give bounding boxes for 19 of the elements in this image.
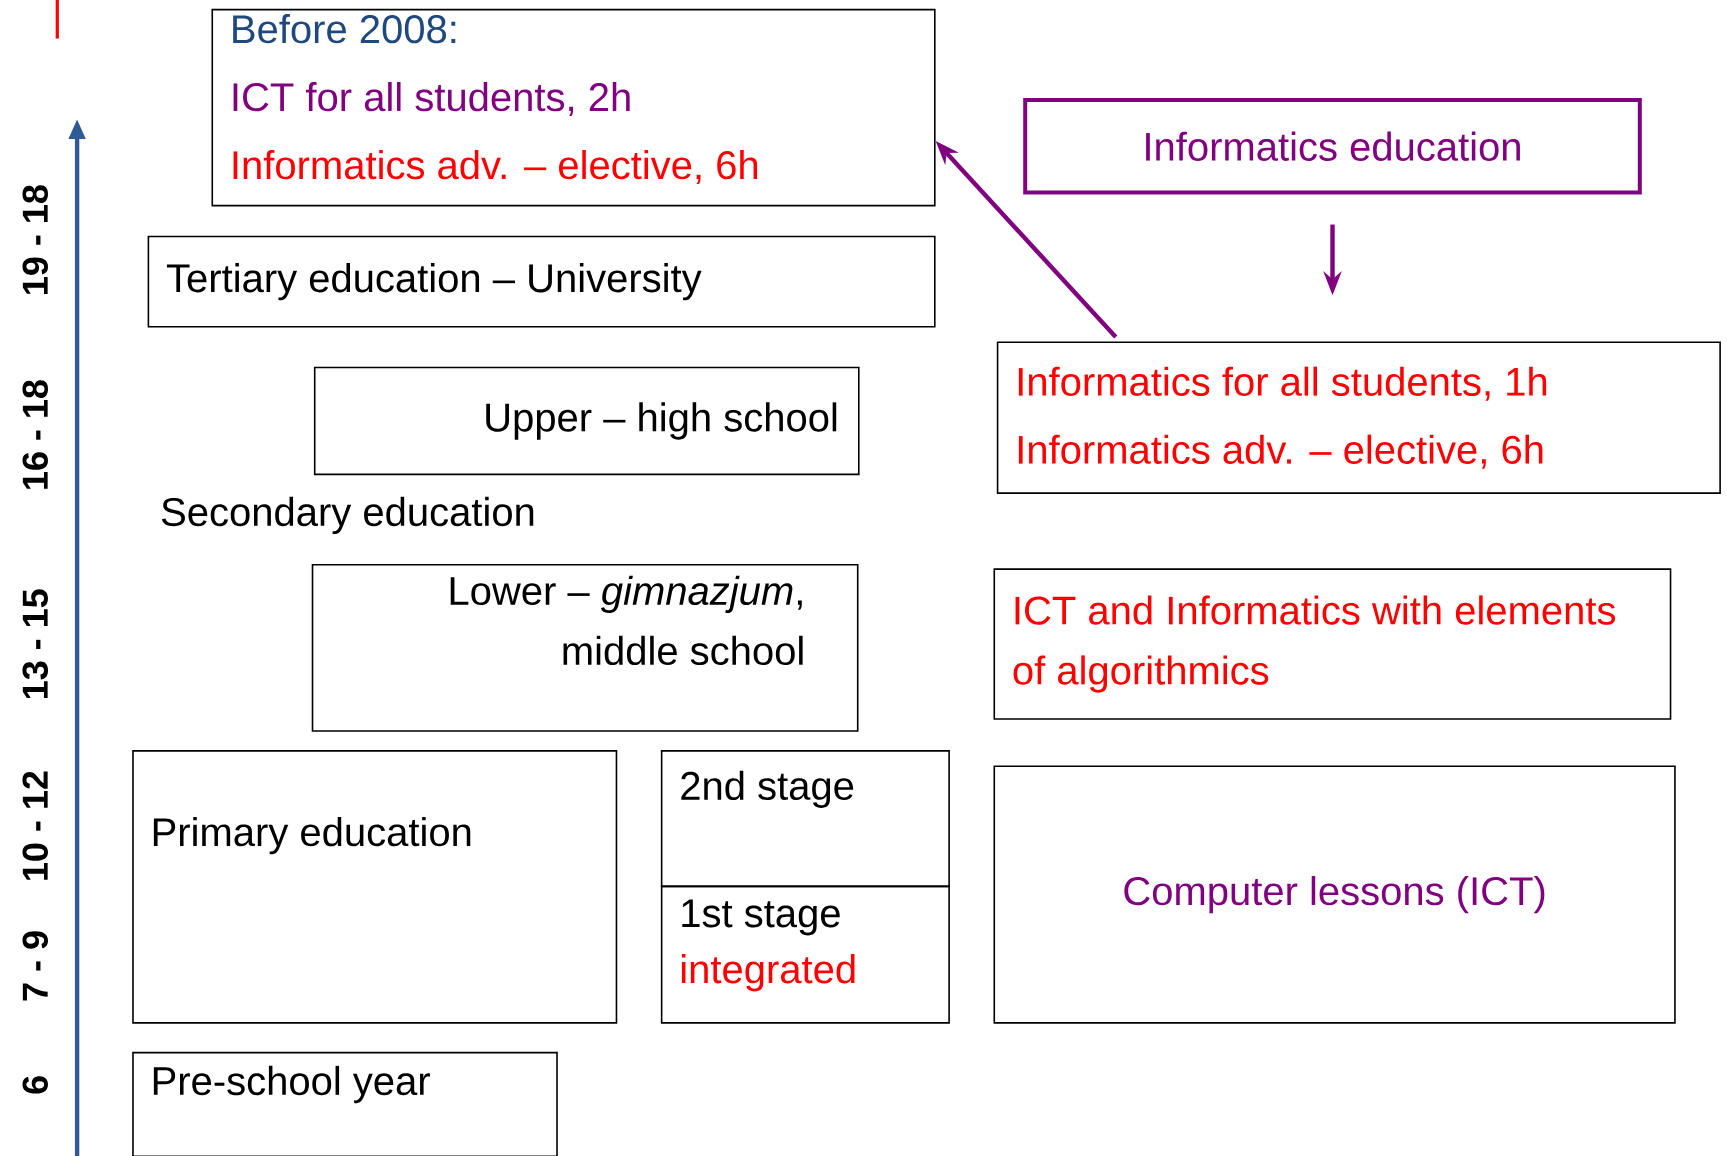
info-box: Informatics for all students, 1h Informatics adv. – elective, 6h (996, 341, 1721, 494)
level-box: Tertiary education – University (147, 235, 936, 328)
level-box: Upper – high school (313, 366, 860, 475)
age-label: 6 (22, 1075, 48, 1094)
age-label: 19 - 18 (22, 185, 48, 294)
level-box: Pre-school year (132, 1051, 558, 1156)
heading-box: Informatics education (1023, 97, 1642, 195)
age-label: 16 - 18 (22, 379, 48, 489)
info-box: Computer lessons (ICT) (993, 765, 1676, 1024)
age-label: 13 - 15 (22, 589, 48, 698)
level-box: Lower – gimnazjum, middle school (311, 563, 859, 732)
stage-box: 1st stage integrated (660, 885, 950, 1024)
age-label: 7 - 9 (22, 931, 48, 1001)
info-box: ICT and Informatics with elements of algorithmics (993, 568, 1672, 720)
age-label: 10 - 12 (22, 771, 48, 880)
stage-box: 2nd stage (660, 749, 950, 887)
level-box: Primary education (132, 749, 618, 1024)
info-box: Before 2008: ICT for all students, 2h Informatics adv. – elective, 6h (211, 8, 936, 207)
section-label: Secondary education (161, 496, 534, 534)
